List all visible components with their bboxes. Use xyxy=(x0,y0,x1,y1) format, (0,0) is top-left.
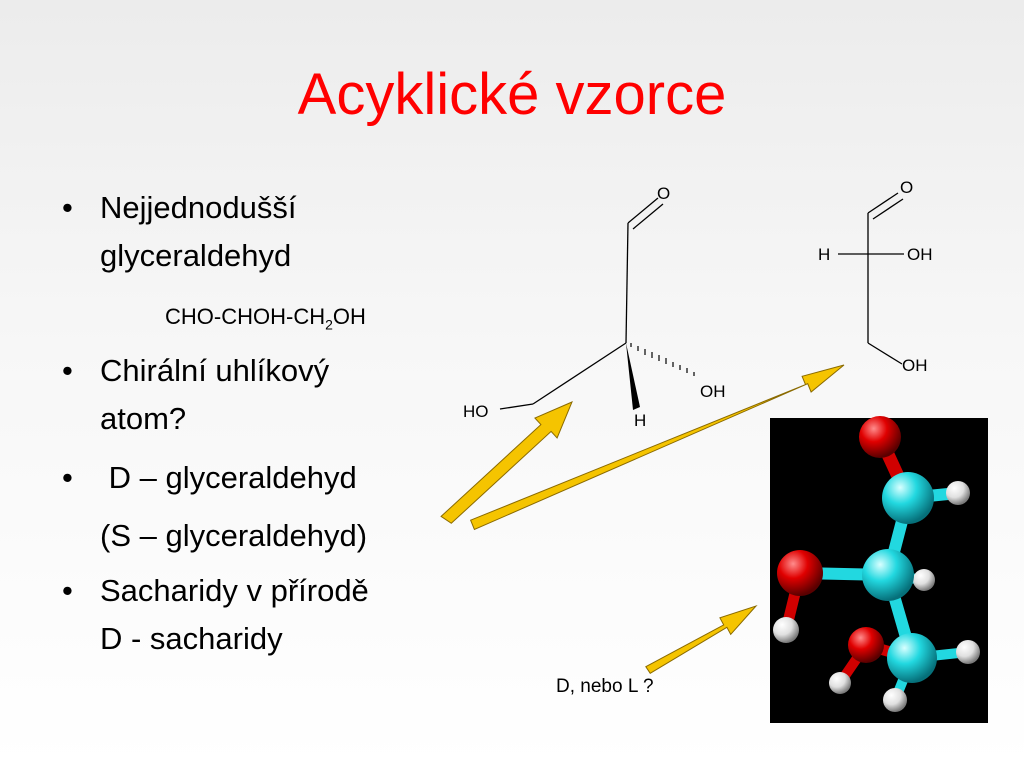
atom-label-h: H xyxy=(818,245,830,264)
atom-label-h: H xyxy=(634,411,646,430)
bond-line xyxy=(872,198,904,220)
carbon-atom xyxy=(862,549,914,601)
arrows xyxy=(440,364,845,674)
oxygen-atom xyxy=(859,416,901,458)
hydrogen-atom xyxy=(883,688,907,712)
bullet-text: Sacharidy v přírodě xyxy=(100,573,369,608)
carbon-atom xyxy=(887,633,937,683)
bullet-marker: • xyxy=(62,190,73,225)
bullet-marker: • xyxy=(62,460,73,495)
bond-line xyxy=(627,197,659,224)
bullet-text: D - sacharidy xyxy=(100,621,283,656)
condensed-formula: CHO-CHOH-CH2OH xyxy=(165,304,366,332)
hydrogen-atom xyxy=(946,481,970,505)
atom-label-ho: HO xyxy=(463,402,489,421)
atom-label-o: O xyxy=(657,184,670,203)
formula-subscript: 2 xyxy=(325,316,333,333)
slide-title: Acyklické vzorce xyxy=(297,62,727,127)
oxygen-atom xyxy=(848,627,884,663)
bullet-marker: • xyxy=(62,353,73,388)
arrow xyxy=(469,364,845,531)
hydrogen-atom xyxy=(956,640,980,664)
hydrogen-atom xyxy=(829,672,851,694)
oxygen-atom xyxy=(777,550,823,596)
atom-label-o: O xyxy=(900,178,913,197)
bond-line xyxy=(632,203,664,230)
arrow xyxy=(645,604,758,674)
fischer-structure xyxy=(838,192,904,365)
formula-part: OH xyxy=(332,304,366,329)
bullet-text: Chirální uhlíkový xyxy=(100,353,330,388)
formula-part: CHO-CHOH-CH xyxy=(165,304,326,329)
bullet-marker: • xyxy=(62,573,73,608)
ball-stick-model xyxy=(773,416,980,712)
atom-label-oh: OH xyxy=(907,245,933,264)
bond-line xyxy=(867,192,899,214)
carbon-atom xyxy=(882,472,934,524)
hydrogen-atom xyxy=(773,617,799,643)
atom-label-oh: OH xyxy=(700,382,726,401)
bullet-text: glyceraldehyd xyxy=(100,238,292,273)
bullet-text: D – glyceraldehyd xyxy=(100,460,357,495)
wedge-dash-structure xyxy=(499,197,695,410)
bullet-text: Nejjednodušší xyxy=(100,190,297,225)
bond-line xyxy=(499,403,534,410)
bond-line xyxy=(867,342,903,365)
bond-line xyxy=(532,342,627,405)
wedge-bond xyxy=(626,343,640,410)
arrow xyxy=(440,401,573,524)
hashed-bond xyxy=(630,343,695,376)
atom-label-oh: OH xyxy=(902,356,928,375)
hydrogen-atom xyxy=(913,569,935,591)
bullet-text: (S – glyceraldehyd) xyxy=(100,518,368,553)
bond-line xyxy=(625,222,629,344)
bullet-text: atom? xyxy=(100,401,187,436)
question-text: D, nebo L ? xyxy=(556,676,654,697)
